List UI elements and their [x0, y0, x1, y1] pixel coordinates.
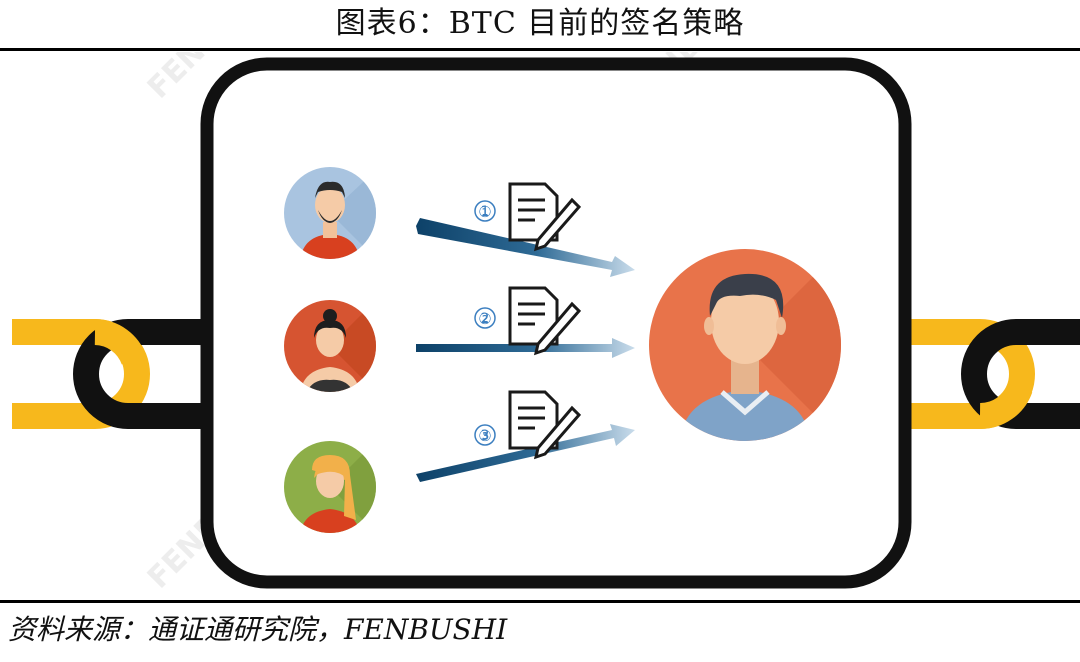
signed-document-icon — [508, 182, 582, 252]
signature-diagram: FENBUSHI FENBUSHI FENBUSHI FENBUSHI FENB… — [12, 52, 1080, 596]
figure-source: 资料来源：通证通研究院，FENBUSHI — [8, 613, 508, 646]
right-chain-link — [900, 319, 1080, 429]
figure-title: 图表6：BTC 目前的签名策略 — [335, 6, 745, 41]
signed-document-icon — [508, 286, 582, 356]
signature-arrow-3 — [416, 424, 635, 482]
signature-arrow-2 — [416, 338, 635, 358]
step-badge-2: ② 2 — [474, 307, 496, 329]
bottom-rule — [0, 600, 1080, 603]
signature-arrow-1 — [416, 218, 635, 277]
signer-avatar-3 — [284, 441, 376, 533]
step-label-1: ① — [478, 203, 491, 221]
svg-text:3: 3 — [481, 428, 490, 444]
top-rule — [0, 48, 1080, 51]
step-badge-3: ③ 3 — [474, 424, 496, 446]
signed-document-icon — [508, 390, 582, 460]
left-chain-link — [12, 319, 210, 429]
recipient-avatar — [649, 249, 841, 441]
svg-text:2: 2 — [481, 311, 490, 327]
signer-avatar-2 — [284, 300, 376, 392]
signer-avatar-1 — [284, 167, 376, 259]
step-badge-1: ① 1 — [474, 200, 496, 222]
step-label-3: ③ — [478, 427, 491, 445]
step-label-2: ② — [478, 310, 491, 328]
svg-text:1: 1 — [481, 204, 490, 220]
